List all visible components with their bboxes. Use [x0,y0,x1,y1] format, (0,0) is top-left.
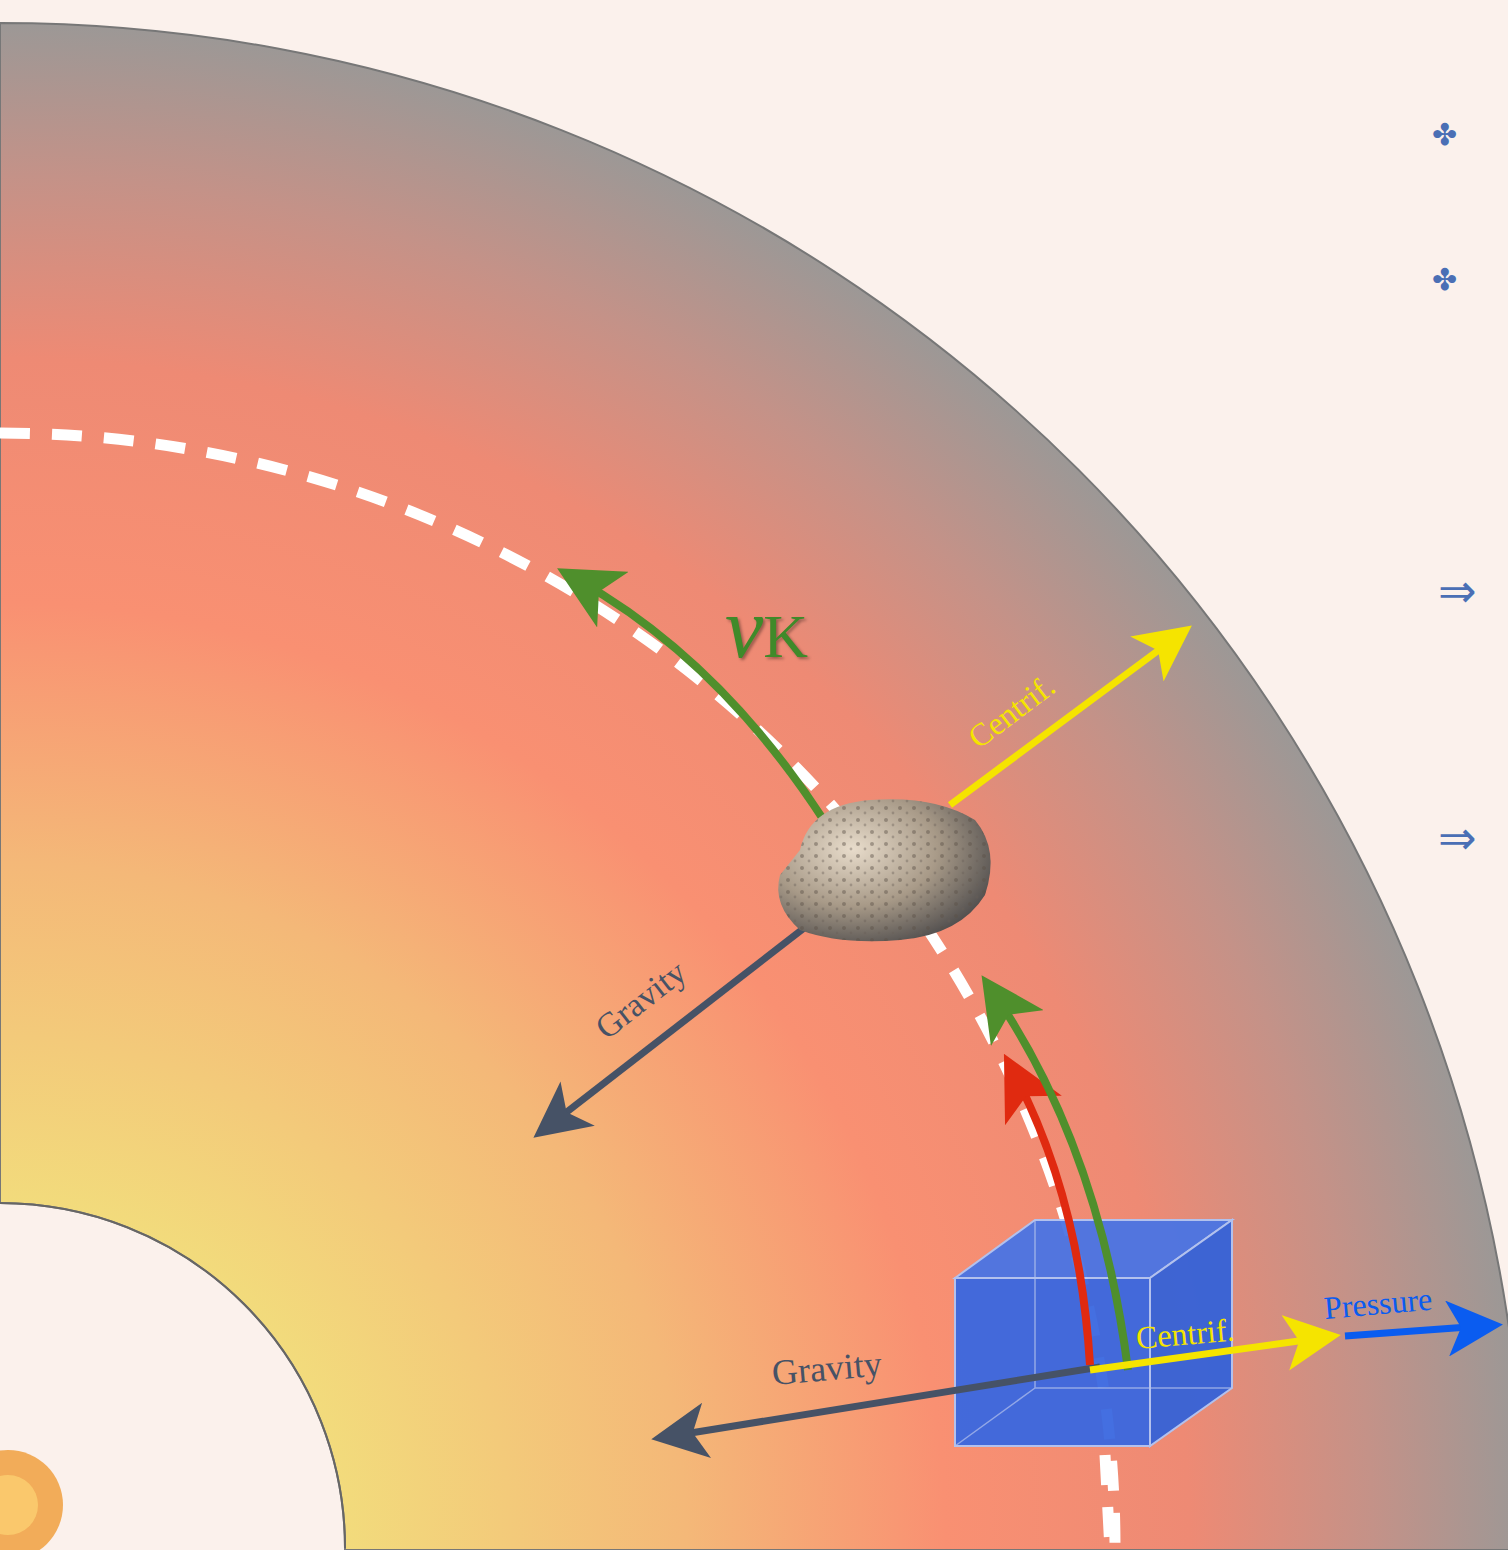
pressure-label: Pressure [1323,1283,1434,1324]
bullet-symbol: ✤ [1432,120,1457,150]
keplerian-velocity-label: vK [725,585,808,671]
gravity-label: Gravity [770,1345,883,1390]
bullet-symbol: ✤ [1432,265,1457,295]
implies-arrow: ⇒ [1438,815,1477,861]
implies-arrow: ⇒ [1438,568,1477,614]
centrifugal-label: Centrif. [1135,1313,1236,1353]
